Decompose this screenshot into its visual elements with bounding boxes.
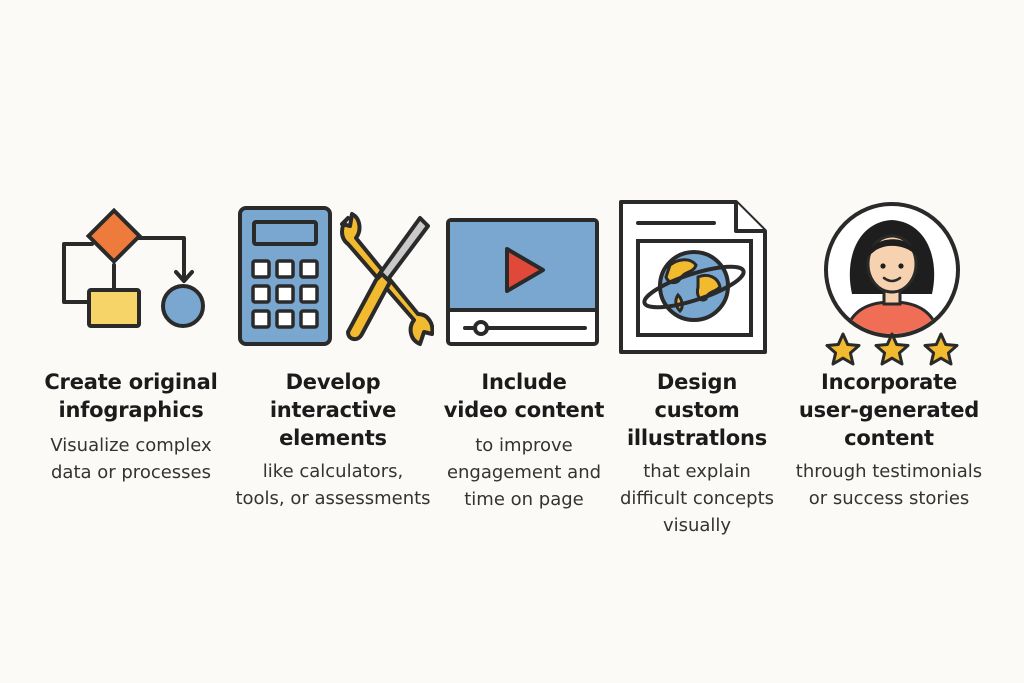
item-title: Incorporate user-generated content: [786, 368, 992, 452]
item-description: that explain difficult concepts visually: [608, 458, 786, 539]
title-line: user-generated: [798, 398, 980, 422]
title-line: Design: [656, 370, 738, 394]
desc-line: Visualize complex: [50, 435, 212, 456]
star-icon: [874, 332, 910, 366]
globe-icon: [642, 250, 746, 322]
item-interactive-elements: Develop interactive elements like calcul…: [226, 368, 440, 512]
desc-line: difficult concepts: [619, 488, 775, 509]
star-icon: [923, 332, 959, 366]
title-line: video content: [443, 398, 605, 422]
desc-line: time on page: [464, 489, 584, 510]
item-title: Create original infographics: [30, 368, 232, 424]
item-description: Visualize complex data or processes: [30, 432, 232, 486]
star-rating: [825, 332, 959, 366]
title-line: elements: [279, 426, 387, 450]
title-line: Incorporate: [820, 370, 958, 394]
video-player-icon: [446, 218, 599, 346]
desc-line: visually: [662, 515, 732, 536]
title-line: illustratlons: [626, 426, 768, 450]
desc-line: data or processes: [50, 462, 212, 483]
item-description: like calculators, tools, or assessments: [226, 458, 440, 512]
screwdriver-icon: [346, 216, 430, 341]
item-description: to improve engagement and time on page: [434, 432, 614, 513]
rectangle-shape: [87, 288, 141, 328]
star-icon: [825, 332, 861, 366]
item-video-content: Include video content to improve engagem…: [434, 368, 614, 513]
calculator-icon: [238, 206, 332, 346]
calculator-tools-icon: [238, 206, 434, 346]
item-title: Design custom illustratlons: [608, 368, 786, 452]
item-title: Include video content: [434, 368, 614, 424]
desc-line: tools, or assessments: [235, 488, 431, 509]
item-user-generated-content: Incorporate user-generated content throu…: [786, 368, 992, 512]
title-line: content: [844, 426, 934, 450]
title-line: Include: [481, 370, 567, 394]
play-icon: [505, 247, 545, 293]
title-line: custom: [654, 398, 740, 422]
desc-line: to improve: [475, 435, 573, 456]
avatar: [842, 220, 942, 334]
user-rating-icon: [824, 202, 960, 366]
desc-line: like calculators,: [262, 461, 404, 482]
item-title: Develop interactive elements: [226, 368, 440, 452]
title-line: infographics: [58, 398, 204, 422]
title-line: Create original: [44, 370, 218, 394]
title-line: Develop: [285, 370, 381, 394]
progress-thumb: [473, 320, 489, 336]
diamond-shape: [85, 207, 143, 265]
desc-line: or success stories: [808, 488, 970, 509]
item-description: through testimonials or success stories: [786, 458, 992, 512]
desc-line: that explain: [643, 461, 751, 482]
item-custom-illustrations: Design custom illustratlons that explain…: [608, 368, 786, 539]
item-create-infographics: Create original infographics Visualize c…: [30, 368, 232, 486]
title-line: interactive: [269, 398, 397, 422]
desc-line: through testimonials: [795, 461, 983, 482]
desc-line: engagement and: [446, 462, 602, 483]
circle-shape: [161, 284, 205, 328]
globe-illustration-icon: [619, 200, 767, 354]
flowchart-icon: [62, 207, 205, 328]
